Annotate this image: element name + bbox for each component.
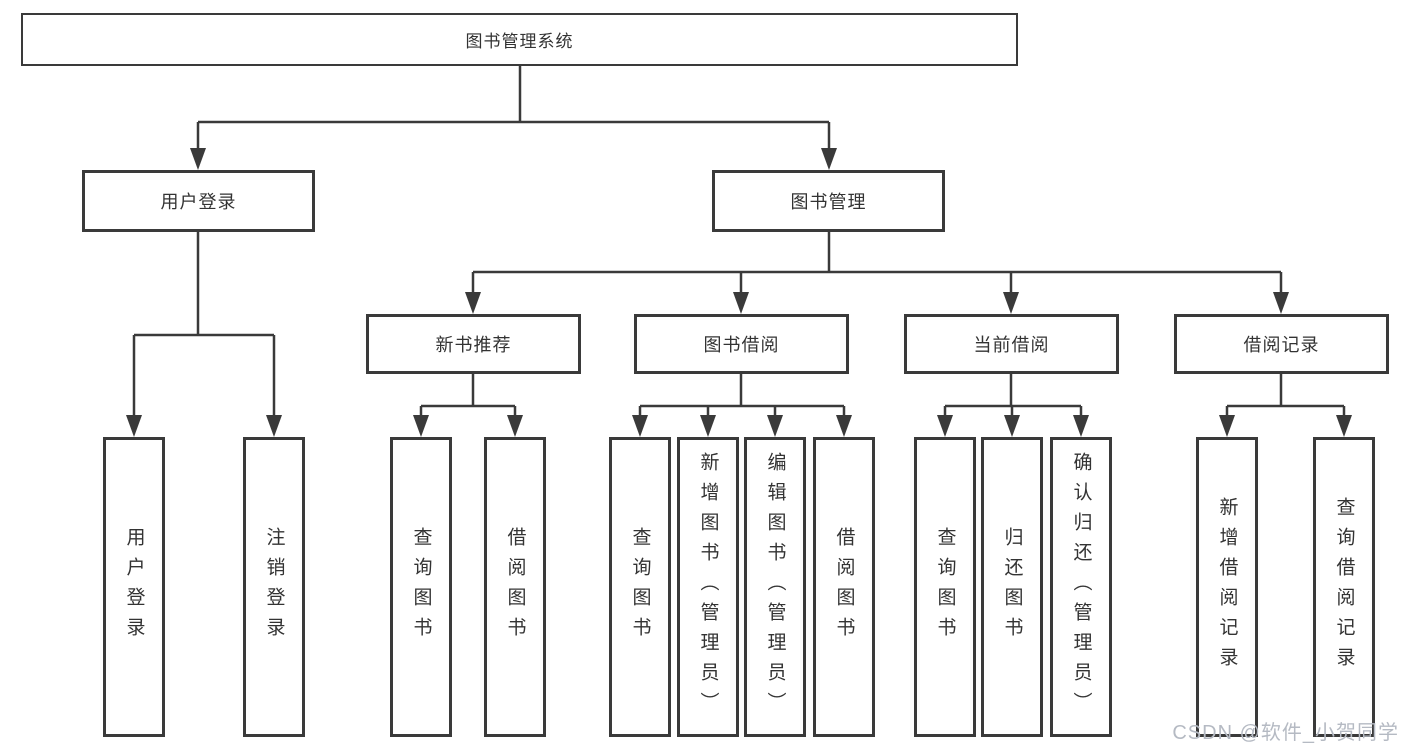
arrow-down-icon xyxy=(126,415,142,437)
connector-user-login-children xyxy=(126,232,282,437)
node-borrow-books-recommend: 借阅图书 xyxy=(484,437,546,737)
node-confirm-return-admin: 确认归还（管理员） xyxy=(1050,437,1112,737)
node-edit-books-admin: 编辑图书（管理员） xyxy=(744,437,806,737)
node-user-login: 用户登录 xyxy=(82,170,315,232)
node-book-management-system: 图书管理系统 xyxy=(21,13,1018,66)
csdn-watermark: CSDN @软件_小贺同学 xyxy=(1172,722,1399,744)
node-new-book-recommend: 新书推荐 xyxy=(366,314,581,374)
arrow-down-icon xyxy=(1003,292,1019,314)
connector-book-management-children xyxy=(465,232,1289,314)
node-query-books-recommend: 查询图书 xyxy=(390,437,452,737)
connector-book-borrow-children xyxy=(632,374,852,437)
connector-borrow-records-children xyxy=(1219,374,1352,437)
node-borrow-books: 借阅图书 xyxy=(813,437,875,737)
node-current-borrow: 当前借阅 xyxy=(904,314,1119,374)
connector-current-borrow-children xyxy=(937,374,1089,437)
node-borrow-records: 借阅记录 xyxy=(1174,314,1389,374)
node-logout: 注销登录 xyxy=(243,437,305,737)
node-user-login-leaf: 用户登录 xyxy=(103,437,165,737)
connector-new-book-children xyxy=(413,374,523,437)
arrow-down-icon xyxy=(266,415,282,437)
arrow-down-icon xyxy=(1336,415,1352,437)
node-book-management: 图书管理 xyxy=(712,170,945,232)
node-query-borrow-record: 查询借阅记录 xyxy=(1313,437,1375,737)
node-add-books-admin: 新增图书（管理员） xyxy=(677,437,739,737)
node-book-borrow: 图书借阅 xyxy=(634,314,849,374)
node-return-books: 归还图书 xyxy=(981,437,1043,737)
connector-root-to-level2 xyxy=(190,66,837,170)
arrow-down-icon xyxy=(1073,415,1089,437)
arrow-down-icon xyxy=(1004,415,1020,437)
arrow-down-icon xyxy=(700,415,716,437)
arrow-down-icon xyxy=(507,415,523,437)
node-query-books-current: 查询图书 xyxy=(914,437,976,737)
arrow-down-icon xyxy=(937,415,953,437)
arrow-down-icon xyxy=(1273,292,1289,314)
node-add-borrow-record: 新增借阅记录 xyxy=(1196,437,1258,737)
arrow-down-icon xyxy=(413,415,429,437)
arrow-down-icon xyxy=(190,148,206,170)
arrow-down-icon xyxy=(836,415,852,437)
arrow-down-icon xyxy=(767,415,783,437)
arrow-down-icon xyxy=(465,292,481,314)
arrow-down-icon xyxy=(1219,415,1235,437)
arrow-down-icon xyxy=(733,292,749,314)
arrow-down-icon xyxy=(632,415,648,437)
node-query-books-borrow: 查询图书 xyxy=(609,437,671,737)
arrow-down-icon xyxy=(821,148,837,170)
